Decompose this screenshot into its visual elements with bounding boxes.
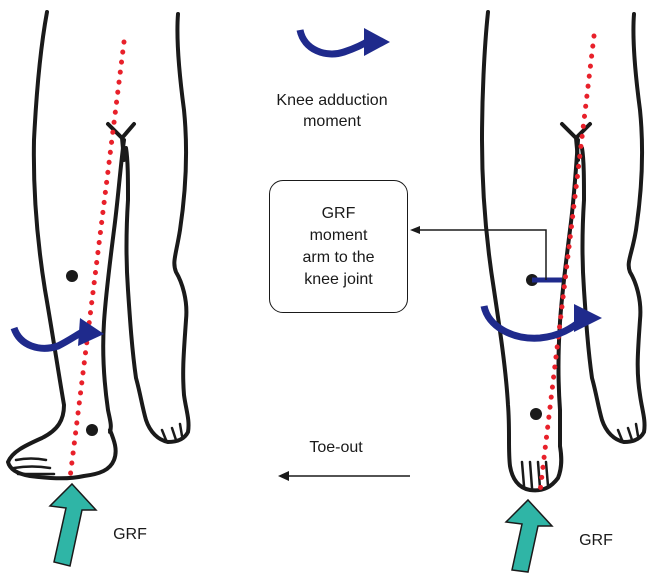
left-ankle-joint-dot bbox=[86, 424, 98, 436]
left-front-leg-outline-outer bbox=[8, 12, 116, 478]
moment-legend-label-line2: moment bbox=[256, 111, 408, 132]
moment-arm-callout: GRF moment arm to the knee joint bbox=[269, 180, 408, 313]
left-back-toes bbox=[162, 424, 182, 440]
callout-line-2: moment bbox=[310, 225, 368, 247]
callout-pointer-arrowhead bbox=[410, 226, 420, 234]
legend-moment-arrow-icon bbox=[300, 28, 390, 56]
right-back-leg-outline-outer bbox=[582, 14, 645, 442]
left-knee-joint-dot bbox=[66, 270, 78, 282]
moment-legend-label: Knee adduction moment bbox=[256, 90, 408, 132]
right-crotch bbox=[562, 124, 590, 160]
left-back-leg-outline-outer bbox=[126, 14, 189, 442]
moment-legend-label-line1: Knee adduction bbox=[256, 90, 408, 111]
left-grf-arrow-icon bbox=[50, 484, 96, 566]
left-grf-line bbox=[70, 42, 124, 478]
callout-line-4: knee joint bbox=[304, 269, 373, 291]
callout-line-1: GRF bbox=[322, 203, 356, 225]
right-grf-arrow-icon bbox=[506, 500, 552, 572]
toe-out-arrowhead bbox=[278, 471, 289, 481]
toe-out-label: Toe-out bbox=[296, 437, 376, 458]
grf-label-right: GRF bbox=[566, 530, 626, 551]
right-leg-figure bbox=[482, 12, 645, 490]
callout-line-3: arm to the bbox=[302, 247, 374, 269]
callout-pointer-line bbox=[416, 230, 546, 280]
right-back-toes bbox=[618, 424, 638, 440]
left-leg-figure bbox=[8, 12, 189, 478]
right-ankle-joint-dot bbox=[530, 408, 542, 420]
grf-label-left: GRF bbox=[100, 524, 160, 545]
